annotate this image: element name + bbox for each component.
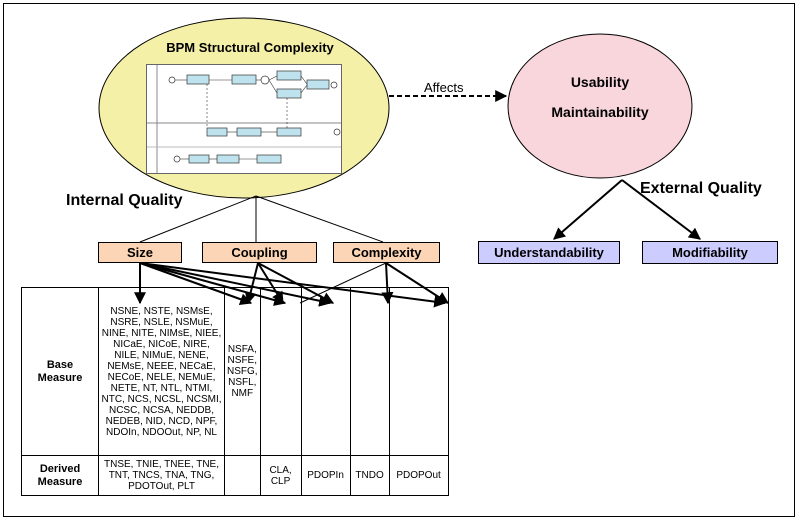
size-box: Size [98,242,182,263]
external-quality-label: External Quality [640,180,762,197]
line-to-size [139,195,257,243]
measures-table: Base Measure NSNE, NSTE, NSMsE, NSRE, NS… [21,287,449,496]
base-size-cell: NSNE, NSTE, NSMsE, NSRE, NSLE, NSMuE, NI… [98,287,225,456]
derived-col4-cell: PDOPIn [300,455,351,496]
derived-col3-cell: CLA, CLP [259,455,302,496]
base-col5-cell [349,287,390,456]
bpm-model-thumbnail [146,64,342,174]
line-to-complexity [255,195,384,243]
derived-measure-header: Derived Measure [21,455,99,496]
base-col3-cell [259,287,302,456]
arrow-to-modifiability [621,179,701,240]
usability-ellipse [507,33,693,179]
derived-col5-cell: TNDO [349,455,390,496]
coupling-box: Coupling [202,242,317,263]
internal-quality-label: Internal Quality [66,192,183,209]
base-col4-cell [300,287,351,456]
affects-label: Affects [424,80,464,95]
bpm-model-image [147,65,341,173]
base-col6-cell [388,287,449,456]
arrow-to-understandability [553,179,623,240]
derived-col6-cell: PDOPOut [388,455,449,496]
maintainability-label: Maintainability [551,104,649,120]
base-measure-row: Base Measure NSNE, NSTE, NSMsE, NSRE, NS… [21,287,449,456]
base-coupling-cell: NSFA, NSFE, NSFG, NSFL, NMF [224,287,261,456]
complexity-box: Complexity [333,242,440,263]
derived-size-cell: TNSE, TNIE, TNEE, TNE, TNT, TNCS, TNA, T… [98,455,225,496]
derived-measure-row: Derived Measure TNSE, TNIE, TNEE, TNE, T… [21,455,449,496]
derived-coupling-cell [224,455,261,496]
bpm-title: BPM Structural Complexity [166,40,334,55]
base-measure-header: Base Measure [21,287,99,456]
usability-label: Usability [570,74,630,90]
modifiability-box: Modifiability [642,241,778,264]
understandability-box: Understandability [478,241,620,264]
